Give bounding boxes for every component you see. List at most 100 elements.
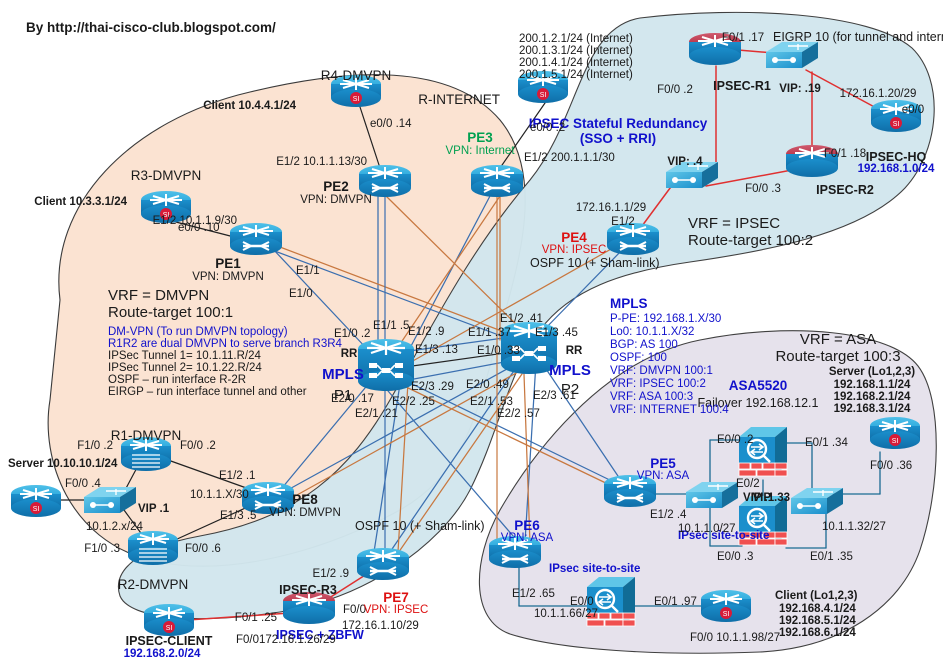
device-pe5[interactable] [603,474,657,508]
interface-label: F0/0 .2 [180,440,216,452]
interface-label: e0/0 [901,104,925,116]
interface-label: MPLS [322,366,364,383]
device-p2[interactable] [500,320,558,376]
interface-label: RR [565,345,583,357]
interface-label: E2/0 .17 [331,393,374,405]
interface-label: R4-DMVPN [320,68,392,83]
interface-label: VIP: .19 [779,83,821,95]
switch-ipsec-bottom[interactable] [662,158,720,194]
interface-label: E1/2 .4 [650,509,687,521]
internet-net-2: 200.1.3.1/24 (Internet) [519,45,633,57]
device-ipsec-r2[interactable] [785,144,839,178]
mpls-note-4: OSPF: 100 [610,352,667,364]
device-pe6[interactable] [488,535,542,569]
asa-model-label: ASA5520 [728,378,788,393]
interface-label: F0/0 .2 [657,84,693,96]
device-ipsec-r3[interactable] [282,591,336,625]
switch-asa-left[interactable] [682,478,740,514]
interface-label: PE3 [467,130,493,145]
interface-label: 10.1.2.x/24 [86,521,143,533]
mpls-note-title: MPLS [610,296,648,311]
dmvpn-note-5: OSPF – run interface R-2R [108,374,247,386]
device-r-internet[interactable]: SI [517,70,569,104]
device-asa-primary[interactable] [737,425,789,483]
interface-label: E2/3 .61 [533,390,576,402]
svg-text:SI: SI [163,212,170,219]
device-ipsec-client[interactable]: SI [143,603,195,637]
device-asa-server[interactable]: SI [869,416,921,450]
device-pe1[interactable] [229,222,283,256]
switch-ipsec-top[interactable] [762,38,820,74]
interface-label: R-INTERNET [418,92,500,107]
interface-label: IPSEC-CLIENT [125,634,213,648]
interface-label: PE7 [383,590,409,605]
interface-label: E2/1 .53 [470,396,513,408]
device-r3-dmvpn[interactable]: SI [140,190,192,224]
interface-label: E2/2 .25 [392,396,435,408]
device-asa-remote[interactable] [585,575,637,633]
interface-label: E1/0 .2 [334,328,371,340]
interface-label: VIP: .4 [667,156,703,168]
interface-label: VPN: ASA [500,532,554,544]
mpls-note-6: VRF: IPSEC 100:2 [610,378,706,390]
interface-label: E0/1 .34 [805,437,848,449]
asa-client-net2: 192.168.5.1/24 [779,615,856,627]
interface-label: E0/0 .2 [717,434,754,446]
switch-dmvpn[interactable] [80,483,138,519]
asa-server-net1: 192.168.1.1/24 [833,379,911,391]
dmvpn-note-4: IPSec Tunnel 2= 10.1.22.R/24 [108,362,262,374]
interface-label: E2/2 .57 [497,408,540,420]
interface-label: E1/2 .1 [219,470,256,482]
device-asa-client[interactable]: SI [700,589,752,623]
ipsec-s2s-label-1: IPsec site-to-site [678,530,770,542]
device-r2-dmvpn[interactable] [127,530,179,566]
device-r4-dmvpn[interactable]: SI [330,74,382,108]
interface-label: IPSEC-R2 [816,183,874,197]
interface-label: Client 10.4.4.1/24 [203,100,296,112]
interface-label: F0/1 .25 [234,612,277,624]
interface-label: PE4 [561,230,587,245]
device-pe7[interactable] [356,547,410,581]
ospf-shamlink-bottom: OSPF 10 (+ Sham-link) [355,519,485,533]
device-pe8[interactable] [241,481,295,515]
interface-label: E0/0 [570,596,594,608]
interface-label: MPLS [549,362,591,379]
device-dmvpn-server[interactable]: SI [10,484,62,518]
interface-label: PE5 [650,456,676,471]
interface-label: F0/0 .6 [185,543,221,555]
interface-label: R1-DMVPN [110,428,182,443]
interface-label: VPN: IPSEC [541,244,607,256]
interface-label: PE1 [215,256,241,271]
device-p1[interactable] [357,337,415,393]
interface-label: F1/0 .3 [84,543,120,555]
interface-label: VPN: ASA [636,470,690,482]
internet-net-4: 200.1.5.1/24 (Internet) [519,69,633,81]
asa-server-title: Server (Lo1,2,3) [828,366,916,378]
interface-label: R3-DMVPN [130,168,202,183]
svg-text:SI: SI [892,438,899,445]
device-pe3[interactable] [470,164,524,198]
device-ipsec-hq[interactable]: SI [870,99,922,133]
interface-label: Client 10.3.3.1/24 [34,196,127,208]
device-pe4[interactable] [606,222,660,256]
dmvpn-vrf-line1: VRF = DMVPN [108,287,210,304]
interface-label: F1/0 .2 [77,440,113,452]
mpls-note-1: P-PE: 192.168.1.X/30 [610,313,722,325]
device-pe2[interactable] [358,164,412,198]
device-r1-dmvpn[interactable] [120,436,172,472]
mpls-note-2: Lo0: 10.1.1.X/32 [610,326,695,338]
interface-label: E0/1 .35 [810,551,853,563]
interface-label: E2/0 .49 [466,379,509,391]
interface-label: VPN: DMVPN [300,194,372,206]
interface-label: F0/1 .17 [721,32,765,44]
switch-asa-right[interactable] [787,484,845,520]
interface-label: PE6 [514,518,540,533]
interface-label: PE8 [292,492,318,507]
asa-vrf-line2: Route-target 100:3 [775,348,901,365]
device-asa-secondary[interactable] [737,494,789,552]
device-ipsec-r1[interactable] [688,32,742,66]
interface-label: 10.1.1.66/27 [534,608,598,620]
interface-label: VPN: DMVPN [192,271,264,283]
interface-label: E1/1 .37 [468,327,511,339]
